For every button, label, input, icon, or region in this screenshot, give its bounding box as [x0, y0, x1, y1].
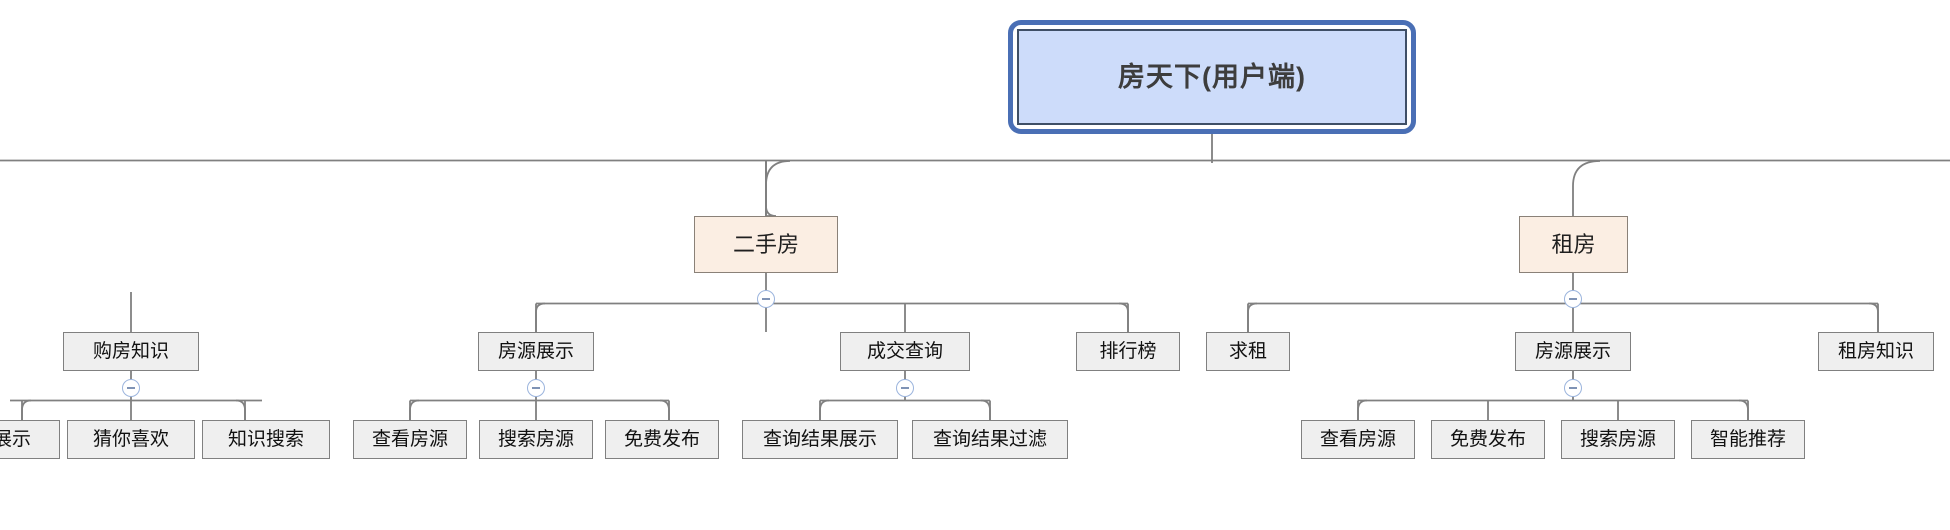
toggle-chengjiaochaxun[interactable]	[896, 379, 914, 397]
node-cainixihuan[interactable]: 猜你喜欢	[67, 420, 195, 459]
node-chakanfangyuan-ershou[interactable]: 查看房源	[353, 420, 467, 459]
node-fangyuanzhanshi-ershou[interactable]: 房源展示	[478, 332, 594, 371]
minus-icon	[762, 298, 770, 300]
node-zhanshi-clipped[interactable]: 展示	[0, 420, 60, 459]
toggle-goufangzhishi[interactable]	[122, 379, 140, 397]
node-chengjiaochaxun[interactable]: 成交查询	[840, 332, 970, 371]
node-fangyuanzhanshi-zufang[interactable]: 房源展示	[1515, 332, 1631, 371]
node-qiuzu[interactable]: 求租	[1206, 332, 1290, 371]
node-zufangzhishi[interactable]: 租房知识	[1818, 332, 1934, 371]
node-chakanfangyuan-zufang[interactable]: 查看房源	[1301, 420, 1415, 459]
node-paihangbang[interactable]: 排行榜	[1076, 332, 1180, 371]
toggle-fangyuanzhanshi-zufang[interactable]	[1564, 379, 1582, 397]
node-ershoufang[interactable]: 二手房	[694, 216, 838, 273]
node-root[interactable]: 房天下(用户端)	[1017, 29, 1407, 125]
node-goufangzhishi[interactable]: 购房知识	[63, 332, 199, 371]
minus-icon	[1569, 387, 1577, 389]
node-mianfeifabu-ershou[interactable]: 免费发布	[605, 420, 719, 459]
minus-icon	[1569, 298, 1577, 300]
minus-icon	[532, 387, 540, 389]
toggle-ershoufang[interactable]	[757, 290, 775, 308]
node-zhishisousuo[interactable]: 知识搜索	[202, 420, 330, 459]
node-zufang[interactable]: 租房	[1519, 216, 1628, 273]
minus-icon	[127, 387, 135, 389]
node-chaxunjieguoguolv[interactable]: 查询结果过滤	[912, 420, 1068, 459]
node-mianfeifabu-zufang[interactable]: 免费发布	[1431, 420, 1545, 459]
node-sousuofangyuan-ershou[interactable]: 搜索房源	[479, 420, 593, 459]
node-zhinengtuijian[interactable]: 智能推荐	[1691, 420, 1805, 459]
minus-icon	[901, 387, 909, 389]
node-sousuofangyuan-zufang[interactable]: 搜索房源	[1561, 420, 1675, 459]
toggle-zufang[interactable]	[1564, 290, 1582, 308]
toggle-fangyuanzhanshi-ershou[interactable]	[527, 379, 545, 397]
node-chaxunjieguozhanshi[interactable]: 查询结果展示	[742, 420, 898, 459]
